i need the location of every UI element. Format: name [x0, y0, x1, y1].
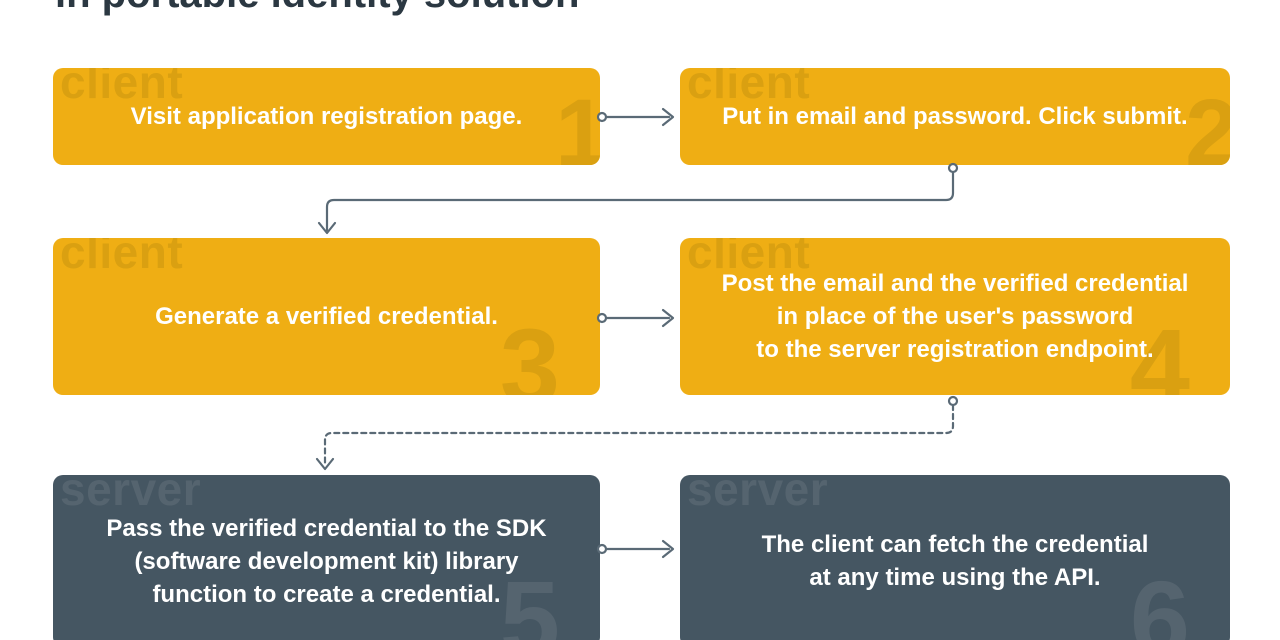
step-text-line: Visit application registration page.	[130, 103, 523, 130]
connector-step5-step6	[596, 539, 675, 559]
step-text: Generate a verified credential.	[155, 300, 498, 333]
connector-step2-step3	[317, 162, 959, 235]
watermark-step-number: 3	[499, 306, 560, 396]
step-6-box: server 6 The client can fetch the creden…	[680, 475, 1230, 640]
connector-step4-step5	[315, 395, 959, 471]
step-text-line: Pass the verified credential to the SDK	[106, 514, 547, 542]
step-text-line: in place of the user's password	[776, 303, 1134, 330]
step-text-line: function to create a credential.	[152, 580, 501, 608]
step-text-line: (software development kit) library	[134, 547, 519, 575]
watermark-role-label: client	[60, 68, 184, 108]
watermark-step-number: 1	[555, 80, 600, 166]
step-text-line: The client can fetch the credential	[761, 531, 1149, 558]
watermark-role-label: client	[60, 238, 184, 278]
connector-origin-dot	[947, 395, 959, 407]
watermark-step-number: 5	[499, 558, 560, 640]
step-1-box: client 1 Visit application registration …	[53, 68, 600, 165]
page-title: in portable identity solution	[55, 0, 579, 18]
watermark-step-number: 2	[1185, 80, 1230, 166]
watermark-step-number: 4	[1129, 306, 1190, 396]
step-text: Put in email and password. Click submit.	[722, 100, 1187, 133]
connector-step1-step2	[596, 107, 675, 127]
step-3-box: client 3 Generate a verified credential.	[53, 238, 600, 395]
arrowhead-down-icon	[315, 457, 335, 471]
watermark-role-label: server	[60, 475, 202, 515]
arrowhead-right-icon	[661, 308, 675, 328]
arrowhead-down-icon	[317, 221, 337, 235]
step-text-line: to the server registration endpoint.	[756, 336, 1154, 363]
step-text: The client can fetch the credential at a…	[762, 528, 1149, 594]
step-5-box: server 5 Pass the verified credential to…	[53, 475, 600, 640]
watermark-role-label: client	[687, 68, 811, 108]
arrowhead-right-icon	[661, 539, 675, 559]
watermark-step-number: 6	[1129, 558, 1190, 640]
connector-step3-step4	[596, 308, 675, 328]
step-text: Visit application registration page.	[131, 100, 523, 133]
watermark-role-label: client	[687, 238, 811, 278]
step-text: Post the email and the verified credenti…	[722, 267, 1189, 366]
step-text: Pass the verified credential to the SDK …	[106, 512, 546, 611]
step-text-line: Post the email and the verified credenti…	[721, 270, 1189, 297]
step-2-box: client 2 Put in email and password. Clic…	[680, 68, 1230, 165]
connector-origin-dot	[947, 162, 959, 174]
step-text-line: at any time using the API.	[809, 564, 1101, 591]
step-text-line: Put in email and password. Click submit.	[722, 103, 1188, 130]
step-4-box: client 4 Post the email and the verified…	[680, 238, 1230, 395]
arrowhead-right-icon	[661, 107, 675, 127]
watermark-role-label: server	[687, 475, 829, 515]
step-text-line: Generate a verified credential.	[155, 303, 498, 330]
